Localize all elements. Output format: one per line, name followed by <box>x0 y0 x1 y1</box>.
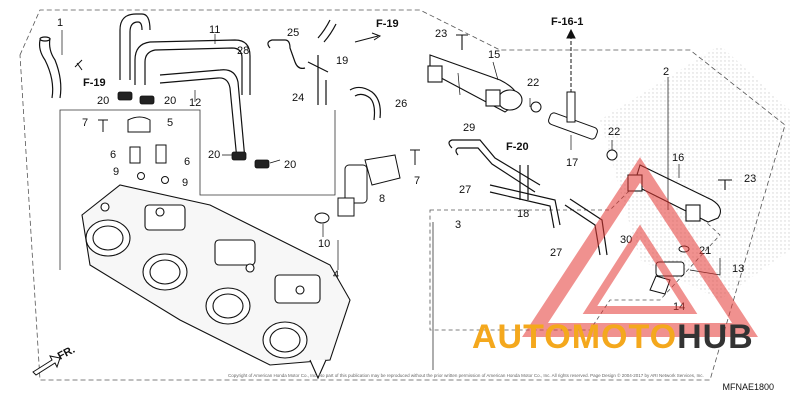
callout-23b: 23 <box>744 173 756 185</box>
section-ref-f20: F-20 <box>506 141 529 153</box>
section-ref-f19-top: F-19 <box>376 18 399 30</box>
callout-5: 5 <box>167 117 173 129</box>
callout-11: 11 <box>209 24 220 36</box>
vacuum-hoses <box>267 19 381 121</box>
callout-6b: 6 <box>184 156 190 168</box>
throttle-body-assembly <box>81 184 351 380</box>
arrow-icon-left <box>74 59 83 71</box>
callout-7a: 7 <box>82 117 88 129</box>
watermark-text: AUTOMOTOHUB <box>472 318 754 357</box>
copyright-text: Copyright of American Honda Motor Co., I… <box>228 373 704 378</box>
fuel-rail-15 <box>427 34 523 113</box>
hose-1 <box>38 36 62 99</box>
callout-17: 17 <box>566 157 578 169</box>
tee-joint-17 <box>530 28 618 161</box>
callout-23a: 23 <box>435 28 447 40</box>
callout-4: 4 <box>333 269 339 281</box>
callout-24: 24 <box>292 92 304 104</box>
throttle-group-box <box>59 109 336 270</box>
callout-20d: 20 <box>284 159 296 171</box>
callout-13: 13 <box>732 263 744 275</box>
callout-27a: 27 <box>459 184 471 196</box>
automotohub-logo-icon <box>522 157 758 337</box>
callout-20b: 20 <box>164 95 176 107</box>
callout-12: 12 <box>189 97 201 109</box>
sensor-assembly <box>314 149 420 224</box>
callout-25: 25 <box>287 27 299 39</box>
assembly-boundary <box>19 9 786 381</box>
callout-7b: 7 <box>414 175 420 187</box>
arrow-icon <box>354 32 382 43</box>
callout-6a: 6 <box>110 149 116 161</box>
callout-10: 10 <box>318 238 330 250</box>
callout-15: 15 <box>488 49 500 61</box>
callout-8: 8 <box>379 193 385 205</box>
callout-19: 19 <box>336 55 348 67</box>
callout-28: 28 <box>237 45 249 57</box>
callout-22a: 22 <box>527 77 539 89</box>
callout-26: 26 <box>395 98 407 110</box>
callout-20c: 20 <box>208 149 220 161</box>
callout-1: 1 <box>57 17 63 29</box>
front-label: FR. <box>56 344 77 363</box>
section-ref-f16-1: F-16-1 <box>551 16 583 28</box>
callout-9a: 9 <box>113 166 119 178</box>
fittings-group <box>98 116 169 184</box>
callout-29: 29 <box>463 122 475 134</box>
leader-lines <box>61 30 721 276</box>
honda-dots-pattern <box>600 45 790 300</box>
diagram-code: MFNAE1800 <box>722 382 774 392</box>
callout-27b: 27 <box>550 247 562 259</box>
callout-22b: 22 <box>608 126 620 138</box>
watermark-part2: HUB <box>677 318 754 356</box>
callout-2: 2 <box>663 66 669 78</box>
callout-16: 16 <box>672 152 684 164</box>
fuel-hoses <box>448 139 608 256</box>
hose-11-12 <box>119 13 251 161</box>
callout-20a: 20 <box>97 95 109 107</box>
callout-9b: 9 <box>182 177 188 189</box>
watermark-part1: AUTOMOTO <box>472 318 678 356</box>
callout-18: 18 <box>517 208 529 220</box>
section-ref-f19-left: F-19 <box>83 77 106 89</box>
clamps-20 <box>117 91 270 169</box>
front-arrow-icon <box>32 355 61 376</box>
callout-3: 3 <box>455 219 461 231</box>
